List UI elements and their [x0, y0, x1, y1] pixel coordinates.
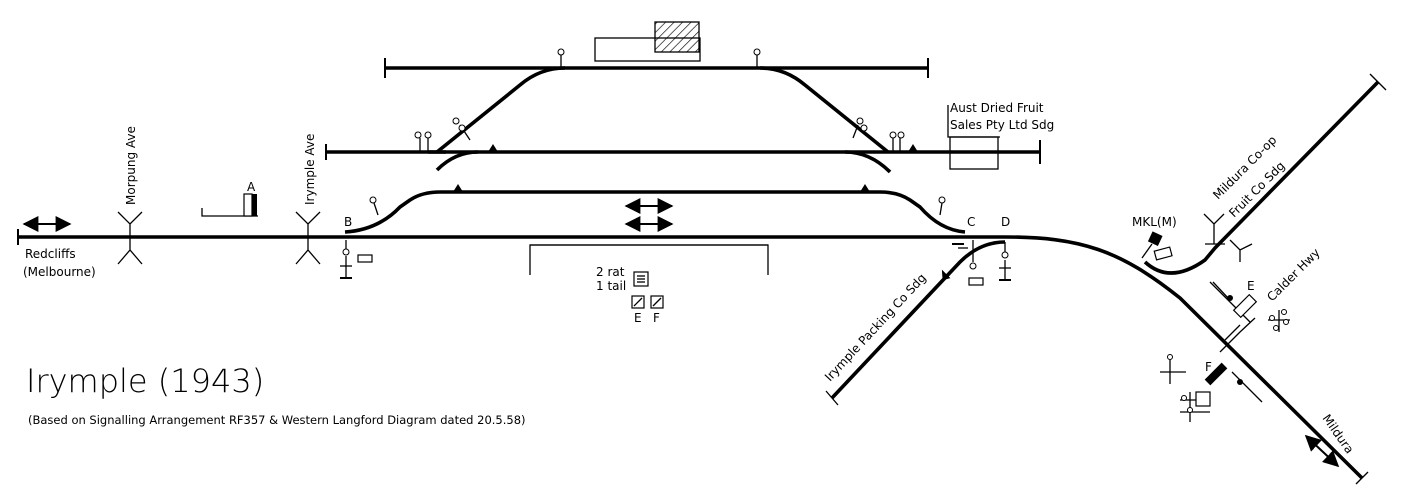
main-line: [18, 235, 1364, 480]
calder-hwy-equipment: [1212, 281, 1290, 332]
irymple-packing-label: Irymple Packing Co Sdg: [822, 271, 929, 384]
signal-icon: [999, 242, 1011, 281]
signal-icon: [424, 131, 432, 152]
middle-road-east-curve: [844, 150, 892, 174]
signal-icon: [753, 48, 761, 68]
signal-icon: [952, 240, 977, 270]
road-crossing-morpung: [117, 211, 143, 265]
place-melbourne: (Melbourne): [23, 265, 96, 279]
signal-icon: [938, 196, 946, 216]
arrow-icon: [1304, 434, 1340, 468]
lever-e-label: E: [634, 311, 642, 325]
signal-icon: [897, 131, 905, 152]
point-e-label: E: [1247, 279, 1255, 293]
road-calder-label: Calder Hwy: [1264, 246, 1323, 305]
point-f-equipment: [1160, 354, 1263, 422]
loop-road: [344, 190, 966, 234]
mildura-coop-siding: [1143, 80, 1380, 275]
signal-icon: [340, 240, 352, 279]
adf-siding-label-2: Sales Pty Ltd Sdg: [950, 118, 1054, 132]
mildura-end-stop: [1355, 471, 1369, 485]
tracks: [17, 58, 1387, 485]
signal-icon: [557, 48, 565, 68]
adf-siding-label-1: Aust Dried Fruit: [950, 101, 1044, 115]
road-morpung-label: Morpung Ave: [124, 126, 138, 205]
lever-frame-icons: [631, 271, 664, 309]
station-building: [529, 21, 769, 275]
signal-icon: [452, 117, 471, 141]
point-b-label: B: [344, 215, 352, 229]
road-irymple-ave-label: Irymple Ave: [303, 134, 317, 205]
lever-frame-line2: 1 tail: [596, 279, 626, 293]
lever-f-label: F: [653, 311, 660, 325]
road-crossing-calder: [1209, 281, 1256, 353]
signal-icon: [889, 131, 897, 152]
adf-siding-building: [947, 105, 1000, 170]
road-crossing-coop: [1203, 213, 1253, 262]
road-crossing-irymple-ave: [295, 211, 321, 265]
mkl-label: MKL(M): [1132, 215, 1177, 229]
irymple-packing-siding: [830, 240, 1006, 400]
point-a-label: A: [247, 180, 256, 194]
lever-frame-line1: 2 rat: [596, 265, 625, 279]
direction-arrows: [22, 198, 1340, 468]
ground-frame-a: [201, 193, 258, 217]
clearance-marks: [453, 144, 951, 281]
place-mildura: Mildura: [1320, 412, 1357, 457]
diagram-subtitle: (Based on Signalling Arrangement RF357 &…: [28, 413, 526, 427]
point-d-label: D: [1001, 215, 1010, 229]
platform-road-west-crossover: [435, 66, 566, 154]
signal-icon: [369, 196, 379, 216]
platform-road-east-crossover: [759, 66, 890, 154]
diagram-title: Irymple (1943): [26, 362, 264, 400]
point-f-label: F: [1205, 360, 1212, 374]
point-c-label: C: [967, 215, 975, 229]
signals: [340, 48, 1011, 286]
signal-icon: [852, 117, 868, 139]
signal-icon: [414, 131, 422, 152]
mkl-key-instrument: [1141, 231, 1173, 261]
middle-road-west-curve: [435, 150, 479, 172]
place-redcliffs: Redcliffs: [25, 247, 76, 261]
